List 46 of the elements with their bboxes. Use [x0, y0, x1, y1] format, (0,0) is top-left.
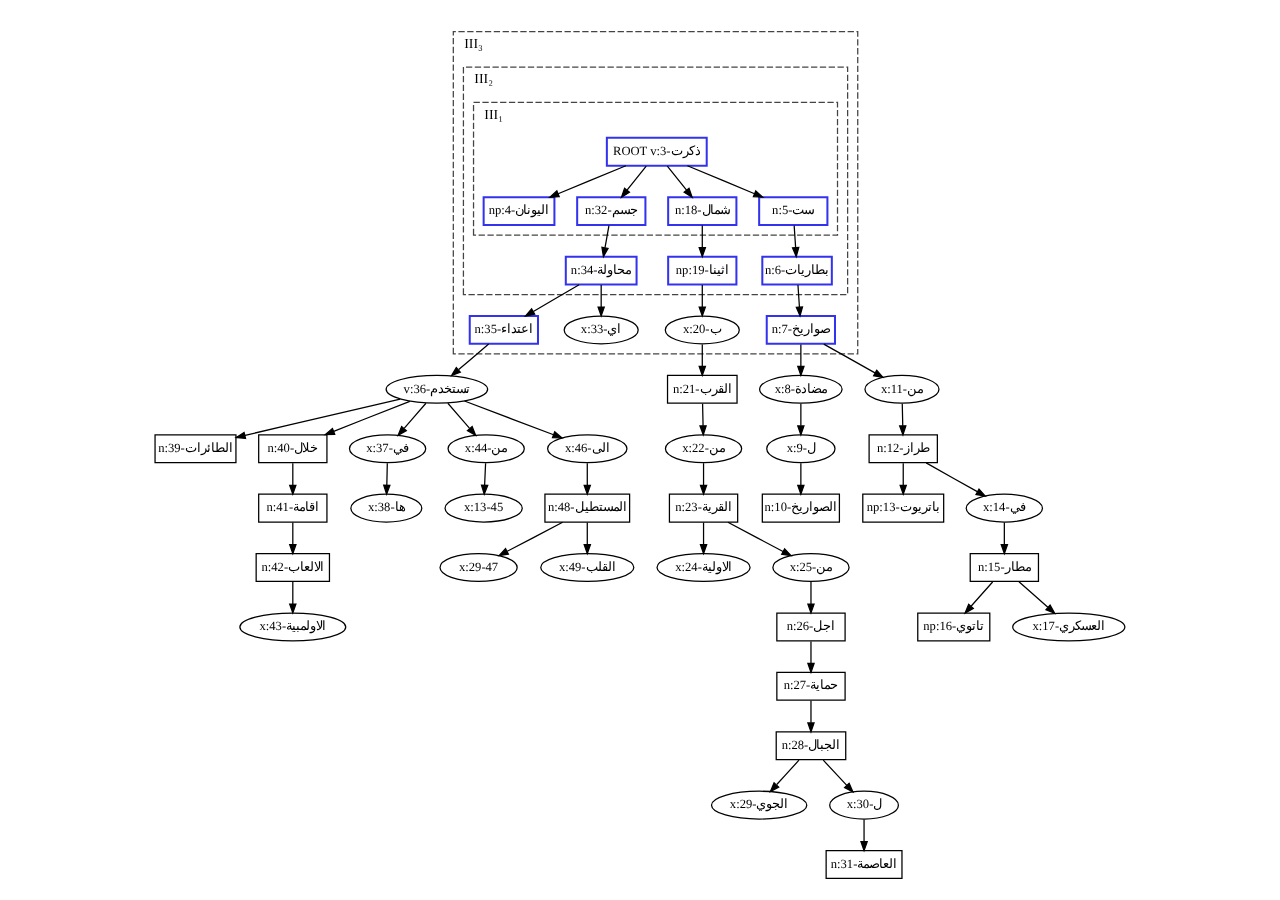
arrow: [699, 521, 708, 556]
arrow: [583, 462, 592, 497]
arrow: [234, 398, 401, 440]
arrow: [699, 462, 708, 497]
arrow: [822, 759, 855, 794]
arrow: [686, 165, 765, 198]
arrow: [796, 462, 805, 497]
arrow: [791, 224, 800, 259]
arrow: [497, 521, 564, 557]
arrow: [796, 343, 805, 378]
arrow: [807, 640, 815, 675]
arrow: [807, 581, 815, 615]
arrow: [899, 462, 908, 497]
arrow: [548, 165, 627, 198]
arrow: [583, 521, 592, 556]
arrow: [288, 581, 297, 615]
arrow: [796, 403, 805, 437]
arrow: [597, 284, 606, 318]
arrow: [666, 165, 694, 199]
arrow: [447, 402, 477, 437]
arrow: [699, 403, 708, 437]
arrow: [523, 284, 580, 317]
arrow: [698, 284, 707, 318]
arrow: [323, 400, 411, 436]
arrow: [860, 818, 869, 853]
arrow: [601, 224, 610, 259]
arrow: [463, 400, 564, 439]
arrow: [698, 343, 707, 378]
arrow: [620, 165, 647, 199]
arrow: [925, 462, 987, 498]
arrow: [769, 759, 800, 793]
arrow: [898, 403, 907, 437]
arrow: [450, 343, 490, 377]
arrow: [1018, 581, 1057, 615]
arrow: [396, 402, 427, 437]
arrow: [795, 284, 804, 318]
arrow: [288, 521, 297, 556]
arrow: [807, 700, 815, 734]
arrow: [727, 521, 793, 557]
arrow: [1000, 521, 1009, 556]
arrow: [288, 462, 297, 497]
arrow: [823, 343, 885, 379]
arrow: [963, 581, 994, 615]
arrow: [480, 462, 489, 497]
arrow: [382, 462, 391, 497]
arrow: [698, 224, 707, 259]
